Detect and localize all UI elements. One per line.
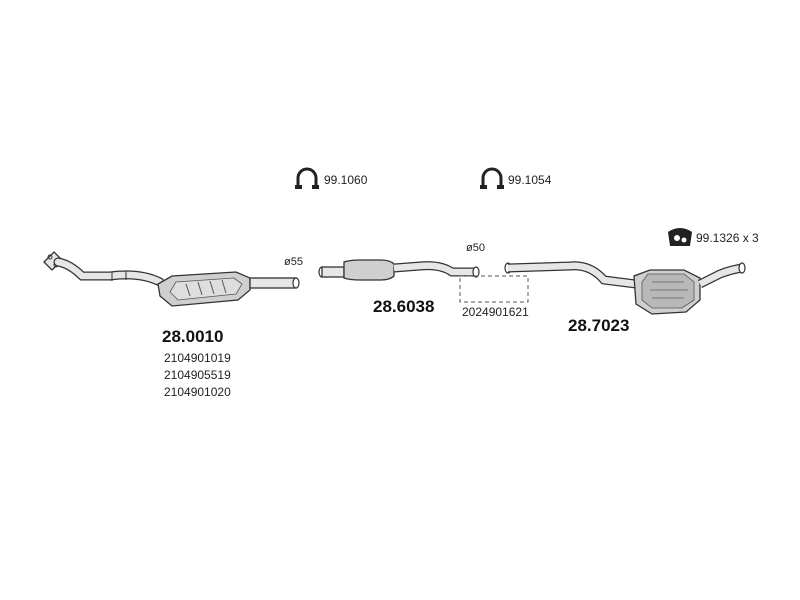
pipe-diameter: ø50 <box>466 242 485 254</box>
reference-number: 2024901621 <box>462 305 529 319</box>
reference-number: 2104905519 <box>164 368 231 382</box>
accessory-code: 99.1326 x 3 <box>696 231 759 245</box>
part-number: 28.0010 <box>162 327 224 346</box>
middle-pipe-resonator <box>318 259 529 303</box>
accessory-code: 99.1054 <box>508 173 552 187</box>
pipe-diameter: ø55 <box>284 256 303 268</box>
clamp-icon <box>480 167 504 189</box>
rubber-hanger-icon <box>668 228 692 246</box>
reference-list: 2104901019 2104905519 2104901020 <box>164 350 231 401</box>
reference-number: 2104901019 <box>164 351 231 365</box>
reference-number: 2104901020 <box>164 385 231 399</box>
part-number: 28.7023 <box>568 316 630 335</box>
part-number: 28.6038 <box>373 297 435 316</box>
front-pipe-catalytic-converter <box>43 251 300 307</box>
clamp-icon <box>295 167 319 189</box>
accessory-code: 99.1060 <box>324 173 368 187</box>
rear-silencer <box>504 261 746 315</box>
